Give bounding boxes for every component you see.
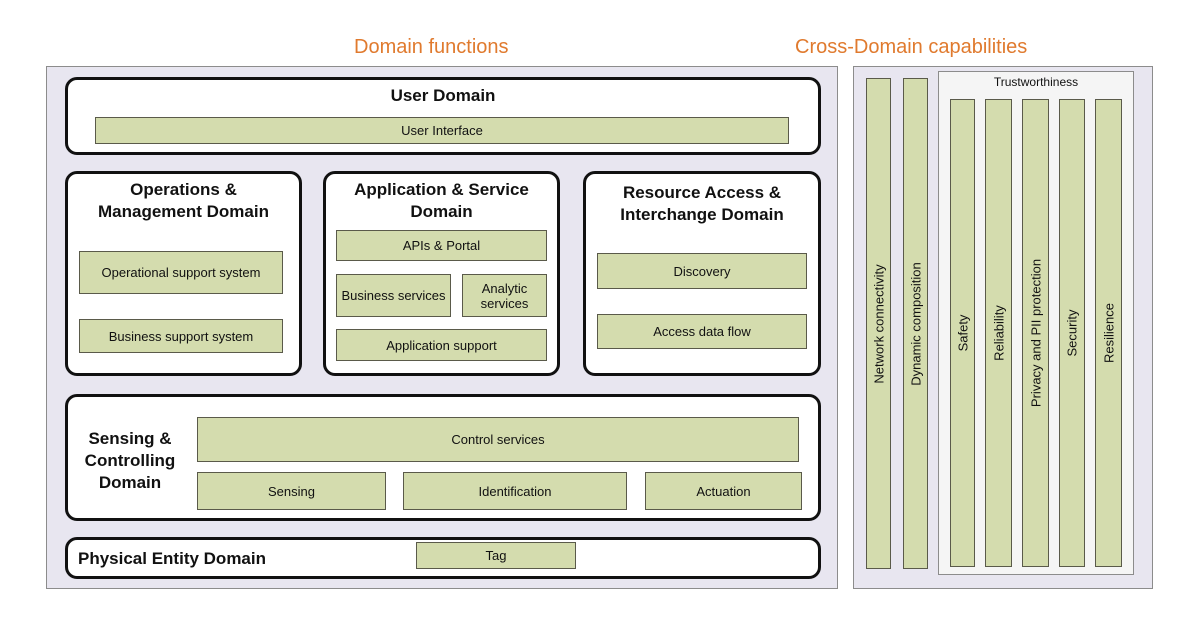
business-services-box: Business services	[336, 274, 451, 317]
sensing-domain-title-line1: Sensing &	[88, 429, 172, 448]
tag-box: Tag	[416, 542, 576, 569]
control-services-box: Control services	[197, 417, 799, 462]
security-bar: Security	[1059, 99, 1085, 567]
identification-box: Identification	[403, 472, 627, 510]
resource-domain-title-line1: Resource Access &	[622, 183, 782, 202]
application-domain-title-line2: Domain	[410, 202, 473, 221]
operations-domain-title-line1: Operations &	[130, 180, 237, 199]
sensing-domain-title-line2: Controlling	[84, 451, 176, 470]
reliability-bar: Reliability	[985, 99, 1012, 567]
cross-domain-title: Cross-Domain capabilities	[795, 36, 1028, 58]
resilience-label: Resilience	[1101, 303, 1116, 363]
resource-domain-title-line2: Interchange Domain	[620, 205, 784, 224]
user-interface-box: User Interface	[95, 117, 789, 144]
security-label: Security	[1064, 309, 1080, 357]
apis-portal-box: APIs & Portal	[336, 230, 547, 261]
access-data-flow-box: Access data flow	[597, 314, 807, 349]
domain-functions-title: Domain functions	[354, 36, 509, 58]
sensing-box: Sensing	[197, 472, 386, 510]
discovery-box: Discovery	[597, 253, 807, 289]
sensing-domain-title-line3: Domain	[98, 473, 162, 492]
privacy-pii-protection-bar: Privacy and PII protection	[1022, 99, 1049, 567]
network-connectivity-label: Network connectivity	[871, 263, 886, 384]
business-support-system-box: Business support system	[79, 319, 283, 353]
safety-bar: Safety	[950, 99, 975, 567]
trustworthiness-title: Trustworthiness	[993, 75, 1079, 89]
resilience-bar: Resilience	[1095, 99, 1122, 567]
operational-support-system-box: Operational support system	[79, 251, 283, 294]
network-connectivity-bar: Network connectivity	[866, 78, 891, 569]
operations-domain-title-line2: Management Domain	[98, 202, 269, 221]
dynamic-composition-label: Dynamic composition	[908, 261, 923, 386]
actuation-box: Actuation	[645, 472, 802, 510]
privacy-pii-protection-label: Privacy and PII protection	[1028, 258, 1043, 408]
reliability-label: Reliability	[991, 305, 1006, 361]
dynamic-composition-bar: Dynamic composition	[903, 78, 928, 569]
analytic-services-box: Analytic services	[462, 274, 547, 317]
physical-entity-domain: Physical Entity Domain	[65, 537, 821, 579]
application-domain-title-line1: Application & Service	[354, 180, 529, 199]
user-domain-title: User Domain	[390, 86, 496, 105]
application-support-box: Application support	[336, 329, 547, 361]
physical-domain-title: Physical Entity Domain	[78, 549, 266, 568]
safety-label: Safety	[955, 314, 970, 352]
